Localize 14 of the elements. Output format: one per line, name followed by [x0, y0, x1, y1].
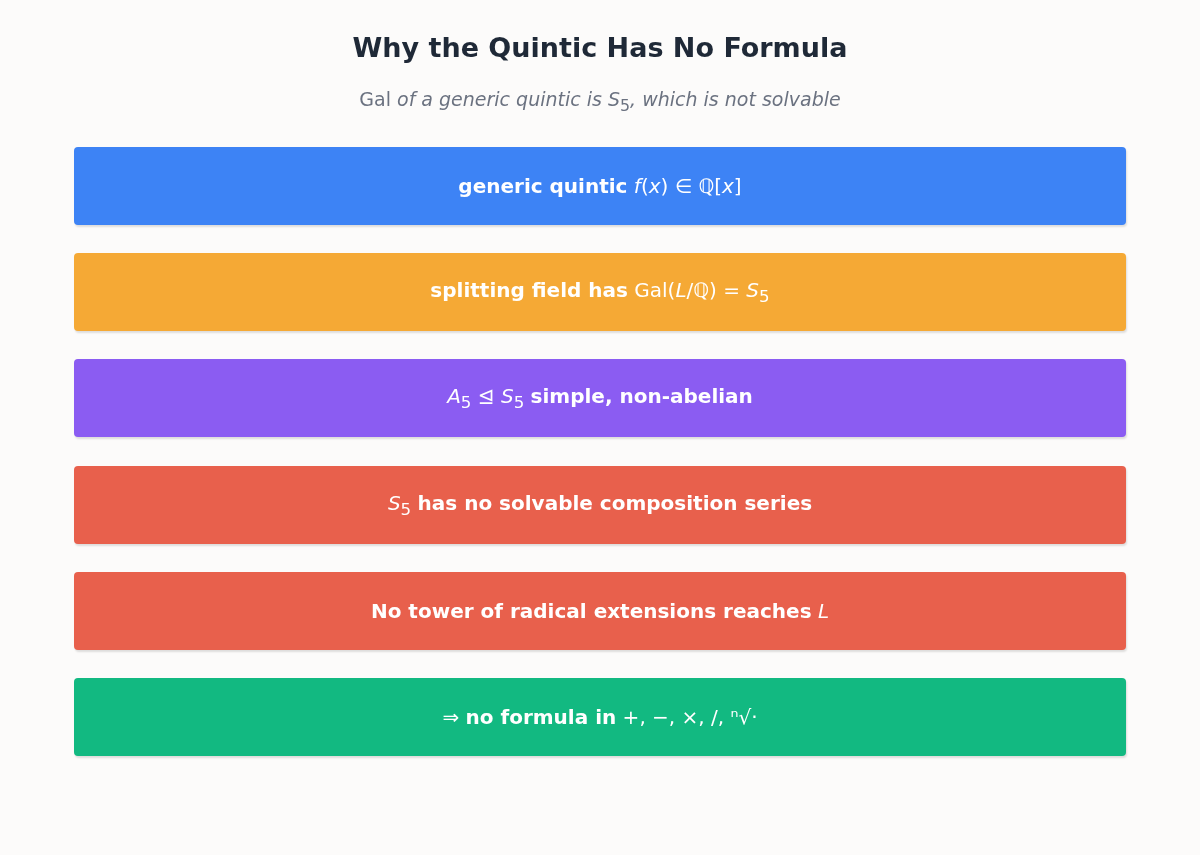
subtitle: Gal of a generic quintic is S$_{5}$, which is not solvable: [359, 88, 841, 115]
step-box: [74, 678, 1126, 756]
step-box: [74, 147, 1126, 225]
step-text: S$_{5}$ has no solvable composition series: [387, 491, 813, 519]
step-text: generic quintic f(x) ∈ ℚ[x]: [458, 174, 742, 198]
step-text: No tower of radical extensions reaches L: [370, 599, 830, 623]
diagram-title: Why the Quintic Has No Formula: [351, 32, 849, 63]
step-text: splitting field has Gal(L/ℚ) = S$_{5}$: [430, 278, 770, 306]
step-box: [74, 359, 1126, 437]
step-box: [74, 466, 1126, 544]
step-box: [74, 253, 1126, 331]
step-text: ⇒ no formula in +, −, ×, /, ⁿ√·: [442, 705, 758, 729]
step-box: [74, 572, 1126, 650]
step-text: A$_{5}$ ⊴ S$_{5}$ simple, non-abelian: [447, 384, 753, 412]
